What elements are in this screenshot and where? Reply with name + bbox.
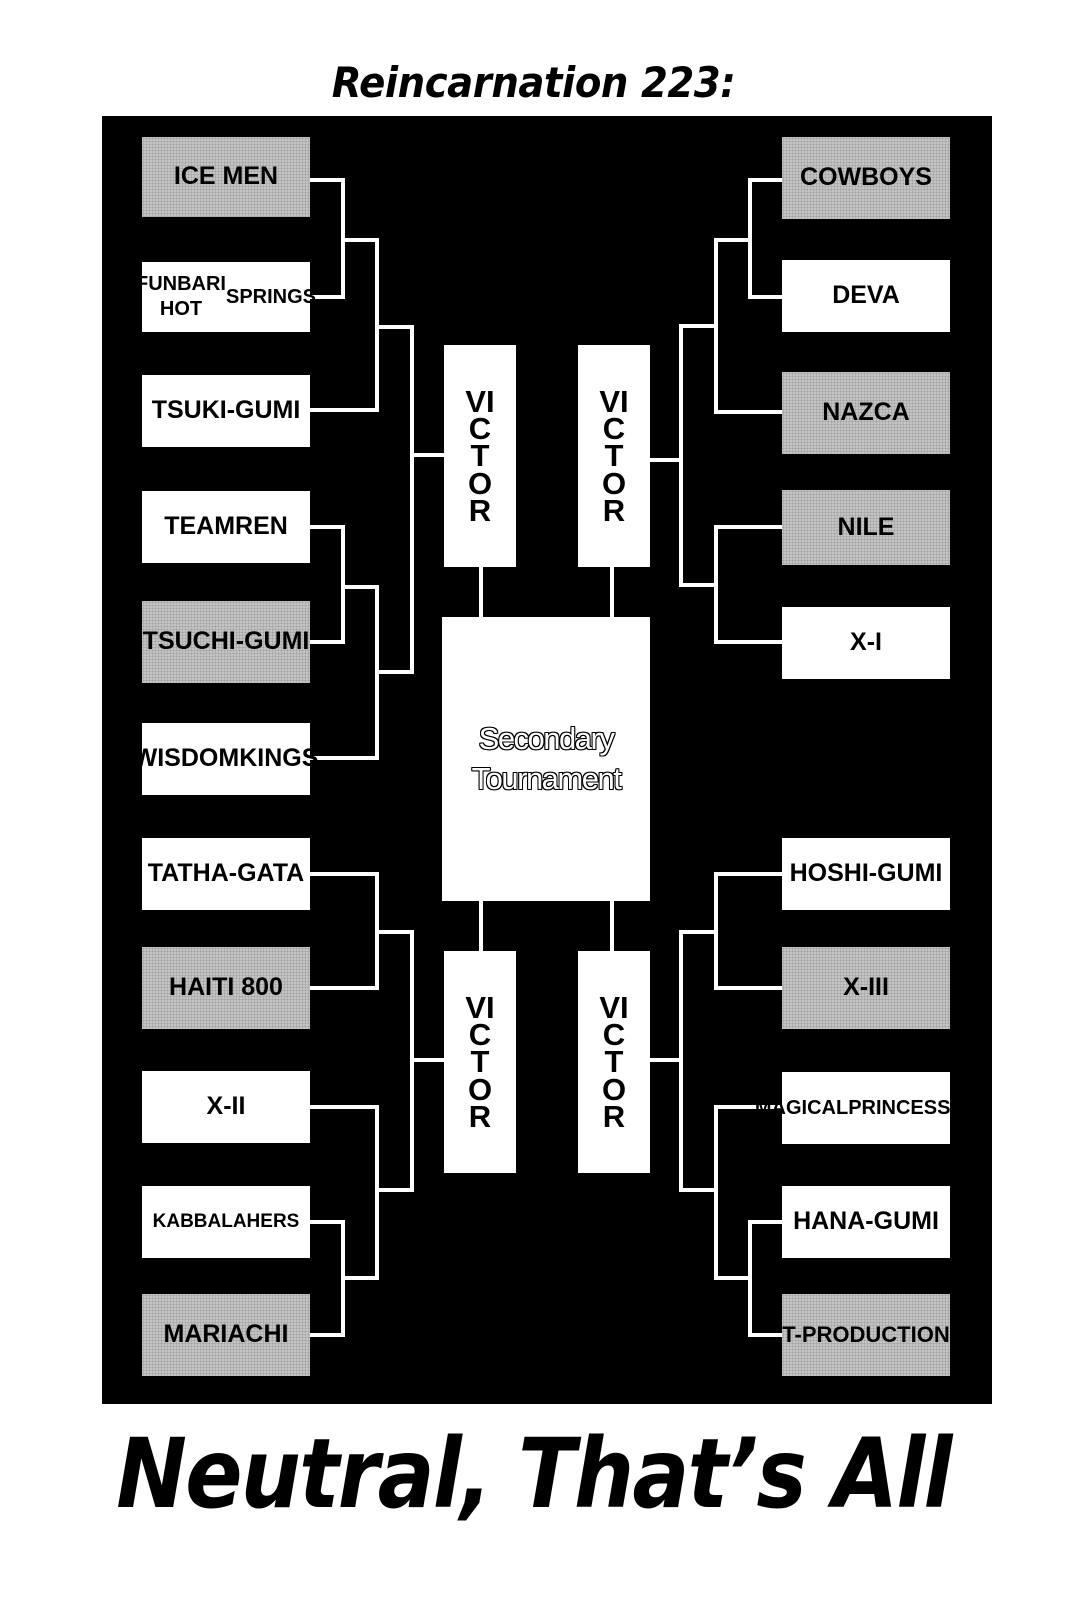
team-x-iii: X-III: [782, 947, 950, 1029]
connector-bl-round2: [310, 1105, 379, 1280]
connector-tl-to-victor: [377, 325, 444, 457]
connector-tl-round1: [310, 178, 345, 299]
team-t-production: T-PRODUCTION: [782, 1294, 950, 1376]
victor-box-bottom-right: VICTOR: [578, 951, 650, 1173]
team-nazca: NAZCA: [782, 372, 950, 454]
connector-tl-join: [377, 455, 414, 674]
connector-br-to-victor: [650, 930, 716, 1062]
team-ice-men: ICE MEN: [142, 137, 310, 217]
victor-label: VICTOR: [599, 989, 629, 1134]
connector-tr-to-victor: [650, 324, 716, 462]
connector-br-round1: [714, 872, 782, 990]
team-x-i: X-I: [782, 607, 950, 679]
victor-box-bottom-left: VICTOR: [444, 951, 516, 1173]
victor-label: VICTOR: [599, 383, 629, 528]
victor-label: VICTOR: [465, 989, 495, 1134]
chapter-heading: Reincarnation 223:: [331, 58, 736, 107]
chapter-title: Neutral, That’s All: [116, 1418, 952, 1530]
team-tatha-gata: TATHA-GATA: [142, 838, 310, 910]
victor-box-top-right: VICTOR: [578, 345, 650, 567]
team-kabbalahers: KABBALAHERS: [142, 1186, 310, 1258]
team-mariachi: MARIACHI: [142, 1294, 310, 1376]
connector-bl-round1: [310, 872, 379, 990]
connector-tr-round1: [748, 178, 782, 299]
connector-br-join: [679, 1060, 716, 1192]
team-x-ii: X-II: [142, 1071, 310, 1143]
team-nile: NILE: [782, 490, 950, 565]
team-deva: DEVA: [782, 260, 950, 332]
connector-br-round1b: [748, 1220, 782, 1337]
team-hana-gumi: HANA-GUMI: [782, 1186, 950, 1258]
team-cowboys: COWBOYS: [782, 137, 950, 219]
connector-tl-round1b: [310, 525, 345, 644]
victor-box-top-left: VICTOR: [444, 345, 516, 567]
connector-bl-to-victor: [377, 930, 444, 1062]
team-haiti-800: HAITI 800: [142, 947, 310, 1029]
connector-br-round2: [714, 1105, 782, 1280]
connector-tr-round1b: [714, 525, 782, 644]
team-tsuchi-gumi: TSUCHI-GUMI: [142, 601, 310, 683]
connector-bl-join: [377, 1060, 414, 1192]
victor-label: VICTOR: [465, 383, 495, 528]
connector-bl-round1b: [310, 1220, 345, 1337]
connector-tr-join: [679, 460, 716, 587]
team-hoshi-gumi: HOSHI-GUMI: [782, 838, 950, 910]
team-tsuki-gumi: TSUKI-GUMI: [142, 375, 310, 447]
